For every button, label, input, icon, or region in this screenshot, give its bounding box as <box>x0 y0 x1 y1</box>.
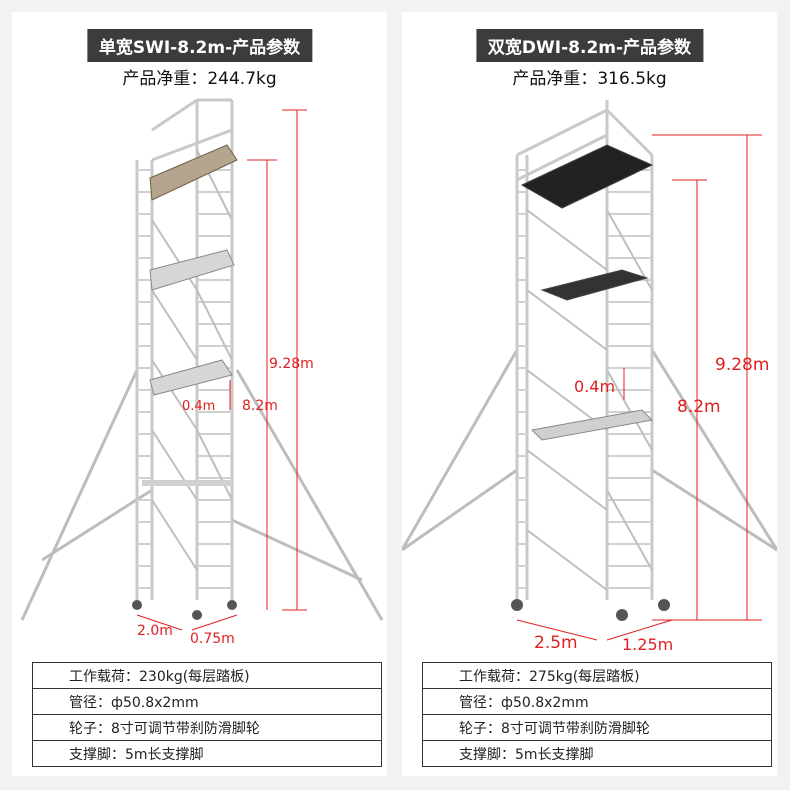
dim-platform-height: 8.2m <box>677 397 721 417</box>
dim-length: 2.5m <box>534 633 578 653</box>
spec-tube: 管径：ф50.8x2mm <box>422 688 772 715</box>
panel-title: 双宽DWI-8.2m-产品参数 <box>475 29 704 62</box>
dim-length: 2.0m <box>137 623 173 639</box>
spec-outrigger: 支撑脚：5m长支撑脚 <box>32 740 382 767</box>
panel-title: 单宽SWI-8.2m-产品参数 <box>86 29 313 62</box>
spec-tube: 管径：ф50.8x2mm <box>32 688 382 715</box>
dim-total-height: 9.28m <box>715 355 769 375</box>
dim-guard-height: 0.4m <box>574 377 615 396</box>
dim-platform-height: 8.2m <box>242 398 278 414</box>
dim-width: 0.75m <box>190 631 235 647</box>
panel-double-width: 双宽DWI-8.2m-产品参数 产品净重：316.5kg <box>402 12 777 776</box>
panel-single-width: 单宽SWI-8.2m-产品参数 产品净重：244.7kg <box>12 12 387 776</box>
dim-guard-height: 0.4m <box>182 399 215 414</box>
spec-wheel: 轮子：8寸可调节带刹防滑脚轮 <box>422 714 772 741</box>
spec-wheel: 轮子：8寸可调节带刹防滑脚轮 <box>32 714 382 741</box>
net-weight: 产品净重：316.5kg <box>512 69 667 89</box>
spec-table: 工作载荷：230kg(每层踏板) 管径：ф50.8x2mm 轮子：8寸可调节带刹… <box>32 662 382 767</box>
scaffold-illustration-double: 9.28m 8.2m 0.4m 2.5m 1.25m <box>402 100 777 654</box>
spec-load: 工作载荷：230kg(每层踏板) <box>32 662 382 689</box>
dim-total-height: 9.28m <box>269 356 314 372</box>
spec-table: 工作载荷：275kg(每层踏板) 管径：ф50.8x2mm 轮子：8寸可调节带刹… <box>422 662 772 767</box>
net-weight: 产品净重：244.7kg <box>122 69 277 89</box>
spec-outrigger: 支撑脚：5m长支撑脚 <box>422 740 772 767</box>
dim-width: 1.25m <box>622 635 673 654</box>
scaffold-illustration-single: 9.28m 8.2m 0.4m 2.0m 0.75m <box>20 98 384 647</box>
spec-load: 工作载荷：275kg(每层踏板) <box>422 662 772 689</box>
